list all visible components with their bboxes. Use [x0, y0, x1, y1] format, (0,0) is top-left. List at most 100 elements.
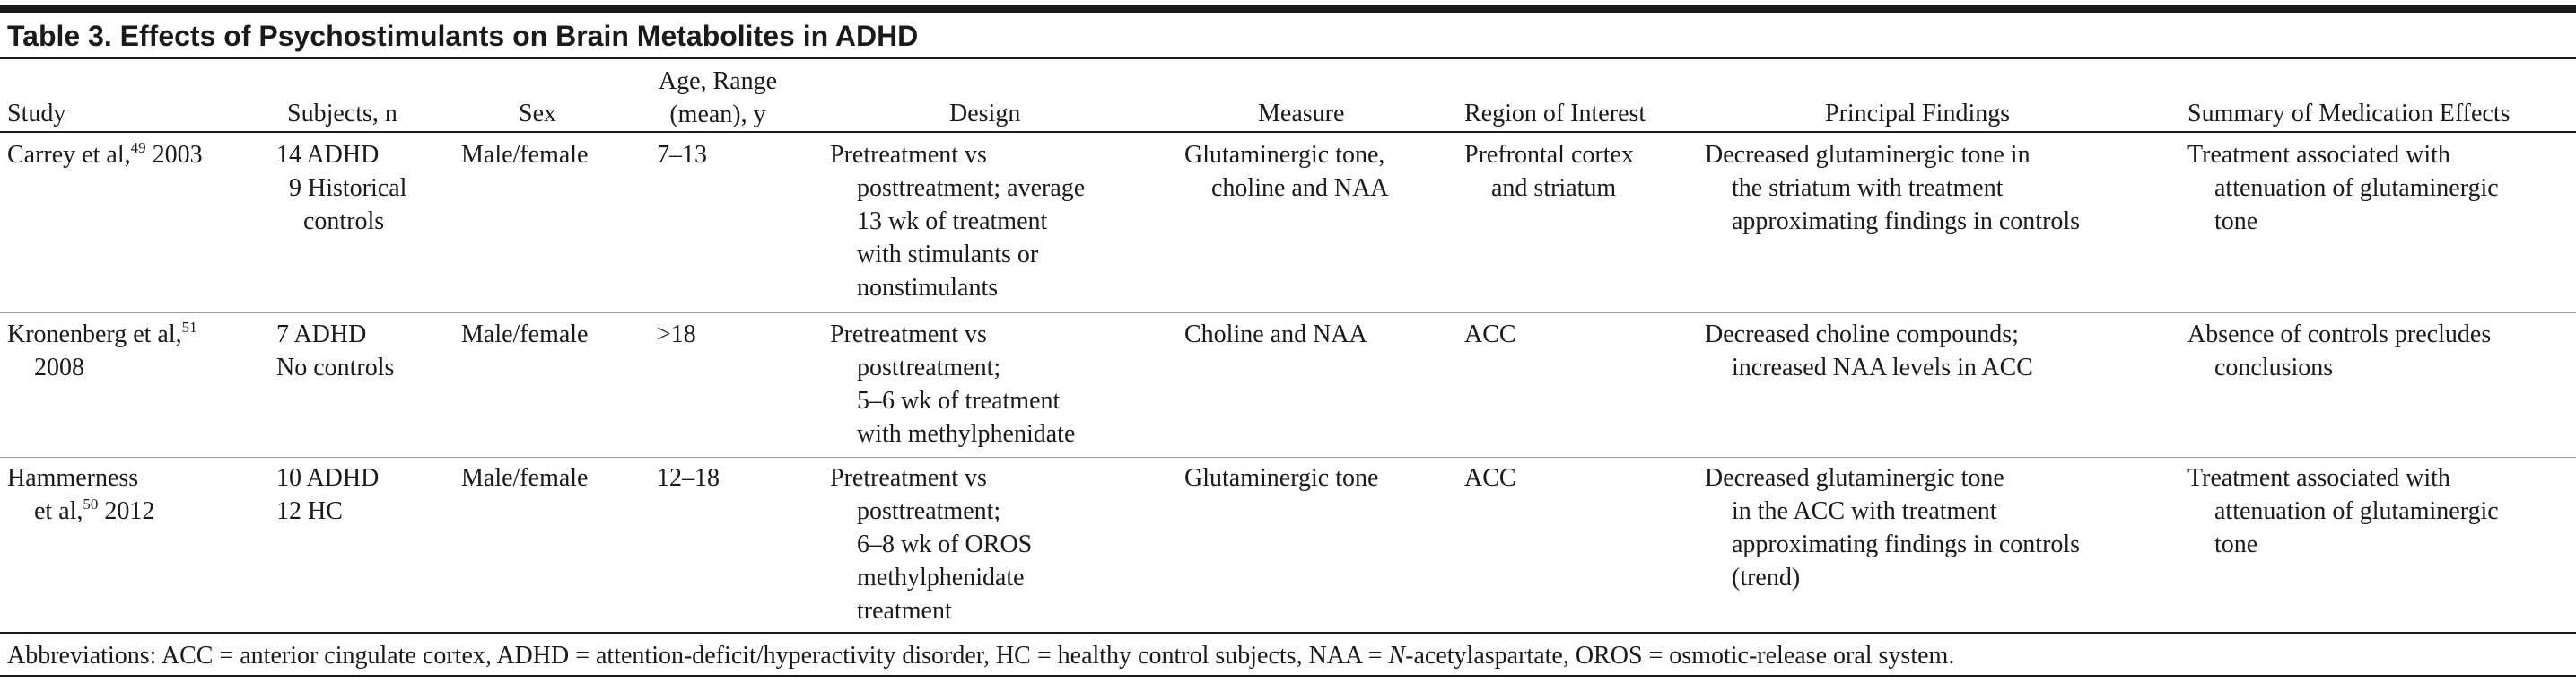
- header-rule: [0, 131, 2576, 133]
- row-2-study-authors: Kronenberg et al,: [7, 320, 182, 348]
- row-2-subjects: 7 ADHD No controls: [276, 318, 394, 384]
- row-2-measure: Choline and NAA: [1184, 320, 1367, 348]
- row-3-findings: Decreased glutaminergic tone in the ACC …: [1705, 461, 2080, 594]
- row-1-subjects-line: controls: [303, 207, 385, 235]
- row-2-summary: Absence of controls precludes conclusion…: [2187, 318, 2491, 384]
- row-3-summary-line: tone: [2214, 531, 2258, 558]
- row-1-study-year: 2003: [145, 141, 203, 169]
- row-3-findings-line: Decreased glutaminergic tone: [1705, 464, 2004, 492]
- row-1-design: Pretreatment vs posttreatment; average 1…: [830, 138, 1085, 304]
- row-1-design-line: nonstimulants: [857, 274, 999, 302]
- row-3-study-year: 2012: [98, 497, 155, 525]
- row-2-findings: Decreased choline compounds; increased N…: [1705, 318, 2033, 384]
- row-1-summary: Treatment associated with attenuation of…: [2187, 138, 2499, 238]
- row-1-sex: Male/female: [461, 141, 589, 169]
- row-2-study-year: 2008: [34, 354, 84, 381]
- row-1-region-line: and striatum: [1491, 174, 1617, 202]
- row-1-subjects: 14 ADHD 9 Historical controls: [276, 138, 406, 238]
- header-design: Design: [949, 100, 1021, 127]
- footnote-text: Abbreviations: ACC = anterior cingulate …: [7, 642, 1389, 670]
- row-1-findings-line: Decreased glutaminergic tone in: [1705, 141, 2030, 169]
- row-1-region: Prefrontal cortex and striatum: [1464, 138, 1634, 205]
- footnote-text-end: -acetylaspartate, OROS = osmotic-release…: [1405, 642, 1955, 670]
- row-3-summary: Treatment associated with attenuation of…: [2187, 461, 2499, 561]
- row-3-design-line: Pretreatment vs: [830, 464, 987, 492]
- row-1-study-ref: 49: [130, 139, 146, 156]
- row-2-design: Pretreatment vs posttreatment; 5–6 wk of…: [830, 318, 1075, 451]
- row-3-design-line: posttreatment;: [857, 497, 1001, 525]
- footnote-italic: N: [1388, 642, 1406, 670]
- caption-rule: [0, 57, 2576, 59]
- row-3-findings-line: in the ACC with treatment: [1732, 497, 1997, 525]
- table-caption: Table 3. Effects of Psychostimulants on …: [7, 20, 919, 52]
- row-2-subjects-line: No controls: [276, 354, 395, 381]
- row-1-region-line: Prefrontal cortex: [1464, 141, 1634, 169]
- row-1-findings-line: the striatum with treatment: [1732, 174, 2004, 202]
- row-1-subjects-line: 9 Historical: [289, 174, 407, 202]
- header-age-line2: (mean), y: [669, 101, 766, 128]
- row-1-summary-line: Treatment associated with: [2187, 141, 2450, 169]
- row-3-study: Hammerness et al,50 2012: [7, 461, 154, 528]
- row-1-findings: Decreased glutaminergic tone in the stri…: [1705, 138, 2080, 238]
- row-1-measure-line: choline and NAA: [1211, 174, 1389, 202]
- row-3-sex: Male/female: [461, 464, 589, 492]
- row-2-region: ACC: [1464, 320, 1516, 348]
- row-3-measure: Glutaminergic tone: [1184, 464, 1379, 492]
- row-2-design-line: 5–6 wk of treatment: [857, 387, 1061, 415]
- header-subjects: Subjects, n: [287, 100, 397, 127]
- bottom-rule: [0, 632, 2576, 634]
- row-divider: [0, 457, 2576, 458]
- row-1-study-authors: Carrey et al,: [7, 141, 131, 169]
- row-3-design-line: methylphenidate: [857, 564, 1025, 592]
- row-3-study-ref: 50: [83, 495, 99, 513]
- row-1-design-line: 13 wk of treatment: [857, 207, 1048, 235]
- table-footnote: Abbreviations: ACC = anterior cingulate …: [7, 639, 1954, 672]
- row-3-age: 12–18: [657, 464, 720, 492]
- row-3-study-etal: et al,: [34, 497, 83, 525]
- row-1-study: Carrey et al,49 2003: [7, 138, 203, 171]
- row-3-subjects-line: 10 ADHD: [276, 464, 380, 492]
- row-2-findings-line: Decreased choline compounds;: [1705, 320, 2019, 348]
- row-3-design-line: 6–8 wk of OROS: [857, 531, 1033, 558]
- header-age: Age, Range (mean), y: [628, 65, 808, 131]
- row-1-measure-line: Glutaminergic tone,: [1184, 141, 1385, 169]
- row-3-study-authors: Hammerness: [7, 464, 139, 492]
- row-3-summary-line: Treatment associated with: [2187, 464, 2450, 492]
- header-summary: Summary of Medication Effects: [2187, 100, 2511, 127]
- row-2-subjects-line: 7 ADHD: [276, 320, 367, 348]
- header-findings: Principal Findings: [1825, 100, 2011, 127]
- footnote-rule: [0, 675, 2576, 677]
- row-1-subjects-line: 14 ADHD: [276, 141, 380, 169]
- row-1-age: 7–13: [657, 141, 707, 169]
- row-3-findings-line: approximating findings in controls: [1732, 531, 2081, 558]
- row-2-sex: Male/female: [461, 320, 589, 348]
- header-study: Study: [7, 100, 66, 127]
- row-1-design-line: Pretreatment vs: [830, 141, 987, 169]
- row-3-design: Pretreatment vs posttreatment; 6–8 wk of…: [830, 461, 1032, 627]
- row-1-summary-line: tone: [2214, 207, 2258, 235]
- row-3-findings-line: (trend): [1732, 564, 1801, 592]
- row-1-findings-line: approximating findings in controls: [1732, 207, 2081, 235]
- header-age-line1: Age, Range: [658, 67, 778, 95]
- row-2-age: >18: [657, 320, 696, 348]
- top-rule: [0, 5, 2576, 13]
- row-2-summary-line: conclusions: [2214, 354, 2334, 381]
- header-sex: Sex: [519, 100, 556, 127]
- header-region: Region of Interest: [1464, 100, 1646, 127]
- row-3-summary-line: attenuation of glutaminergic: [2214, 497, 2499, 525]
- row-2-design-line: posttreatment;: [857, 354, 1001, 381]
- row-1-design-line: posttreatment; average: [857, 174, 1086, 202]
- row-2-findings-line: increased NAA levels in ACC: [1732, 354, 2033, 381]
- row-3-subjects: 10 ADHD 12 HC: [276, 461, 379, 528]
- row-1-summary-line: attenuation of glutaminergic: [2214, 174, 2499, 202]
- row-divider: [0, 312, 2576, 313]
- row-3-region: ACC: [1464, 464, 1516, 492]
- row-1-measure: Glutaminergic tone, choline and NAA: [1184, 138, 1389, 205]
- header-measure: Measure: [1258, 100, 1345, 127]
- row-2-design-line: Pretreatment vs: [830, 320, 987, 348]
- row-2-study: Kronenberg et al,51 2008: [7, 318, 197, 384]
- row-3-subjects-line: 12 HC: [276, 497, 343, 525]
- row-2-summary-line: Absence of controls precludes: [2187, 320, 2492, 348]
- row-1-design-line: with stimulants or: [857, 241, 1039, 268]
